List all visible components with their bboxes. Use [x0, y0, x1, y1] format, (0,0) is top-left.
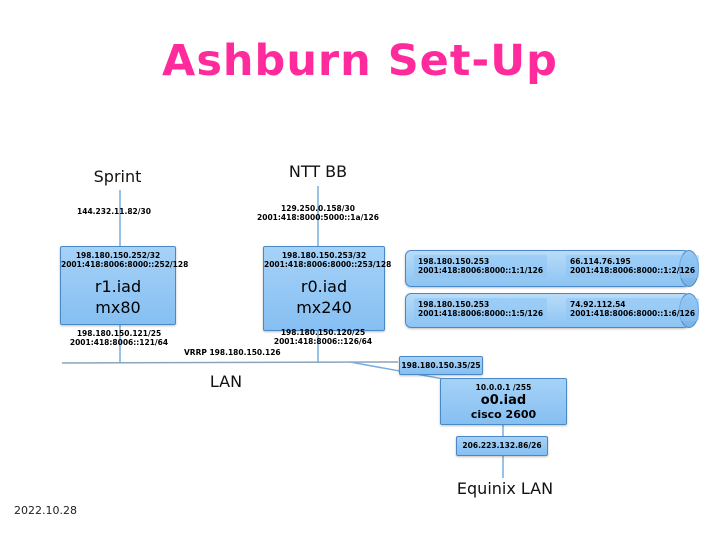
wire-lan-bus [61, 361, 399, 364]
o0-address: 10.0.0.1 /255 [475, 383, 532, 392]
tunnel-cylinder-2: 198.180.150.253 2001:418:8006:8000::1:5/… [405, 293, 700, 328]
tunnel2-local-v4: 198.180.150.253 [418, 300, 490, 309]
r0-loopback-v6: 2001:418:8006:8000::253/128 [264, 260, 392, 270]
tunnel-cylinder-1: 198.180.150.253 2001:418:8006:8000::1:1/… [405, 250, 700, 287]
r0-lan-v4: 198.180.150.120/25 [280, 328, 366, 337]
router-box-o0: 10.0.0.1 /255 o0.iad cisco 2600 [440, 378, 567, 425]
tunnel2-remote-v6: 2001:418:8006:8000::1:6/126 [570, 309, 696, 319]
ntt-link-v6: 2001:418:8000:5000::1a/126 [257, 213, 379, 223]
r1-lan-v6: 2001:418:8006::121/64 [69, 338, 169, 348]
o0-name: o0.iad [480, 393, 527, 409]
equinix-lan-label: Equinix LAN [456, 479, 554, 498]
equinix-uplink-address: 198.180.150.35/25 [401, 360, 481, 370]
tunnel1-remote-v6: 2001:418:8006:8000::1:2/126 [570, 266, 696, 276]
tunnel1-local-v4: 198.180.150.253 [418, 257, 490, 266]
r0-lan-addresses: 198.180.150.120/25 2001:418:8006::126/64 [266, 328, 380, 347]
o0-model: cisco 2600 [470, 408, 537, 422]
slide-date: 2022.10.28 [14, 504, 77, 517]
router-box-r1: 198.180.150.252/32 2001:418:8006:8000::2… [60, 246, 189, 325]
equinix-subnet-address: 206.223.132.86/26 [462, 441, 542, 451]
r1-name: r1.iad [94, 276, 142, 296]
tunnel2-local-v6: 2001:418:8006:8000::1:5/126 [418, 309, 544, 319]
sprint-link-address: 144.232.11.82/30 [77, 207, 151, 216]
router-box-r0: 198.180.150.253/32 2001:418:8006:8000::2… [263, 246, 392, 331]
r1-loopback-v6: 2001:418:8006:8000::252/128 [61, 260, 189, 270]
r1-loopback-v4: 198.180.150.252/32 [75, 251, 161, 260]
tunnel2-remote: 74.92.112.54 2001:418:8006:8000::1:6/126 [566, 298, 700, 321]
r1-lan-addresses: 198.180.150.121/25 2001:418:8006::121/64 [62, 329, 176, 348]
tunnel2-local: 198.180.150.253 2001:418:8006:8000::1:5/… [414, 298, 548, 321]
ntt-link-v4: 129.250.0.158/30 [281, 204, 355, 213]
page-title: Ashburn Set-Up [162, 36, 558, 86]
equinix-uplink-box: 198.180.150.35/25 [399, 356, 483, 375]
tunnel1-remote-v4: 66.114.76.195 [570, 257, 631, 266]
uplink-label-sprint: Sprint [93, 167, 142, 186]
tunnel2-remote-v4: 74.92.112.54 [570, 300, 626, 309]
r1-lan-v4: 198.180.150.121/25 [76, 329, 162, 338]
lan-label: LAN [209, 372, 243, 391]
uplink-label-ntt: NTT BB [288, 162, 348, 181]
equinix-subnet-box: 206.223.132.86/26 [456, 436, 548, 456]
r0-loopback-v4: 198.180.150.253/32 [281, 251, 367, 260]
tunnel1-local-v6: 2001:418:8006:8000::1:1/126 [418, 266, 544, 276]
r0-lan-v6: 2001:418:8006::126/64 [273, 337, 373, 347]
r0-name: r0.iad [300, 276, 348, 296]
tunnel1-local: 198.180.150.253 2001:418:8006:8000::1:1/… [414, 255, 548, 278]
vrrp-label: VRRP 198.180.150.126 [184, 348, 281, 357]
r1-model: mx80 [95, 297, 141, 317]
tunnel1-remote: 66.114.76.195 2001:418:8006:8000::1:2/12… [566, 255, 700, 278]
ntt-link-addresses: 129.250.0.158/30 2001:418:8000:5000::1a/… [250, 204, 386, 223]
r0-model: mx240 [296, 297, 352, 317]
